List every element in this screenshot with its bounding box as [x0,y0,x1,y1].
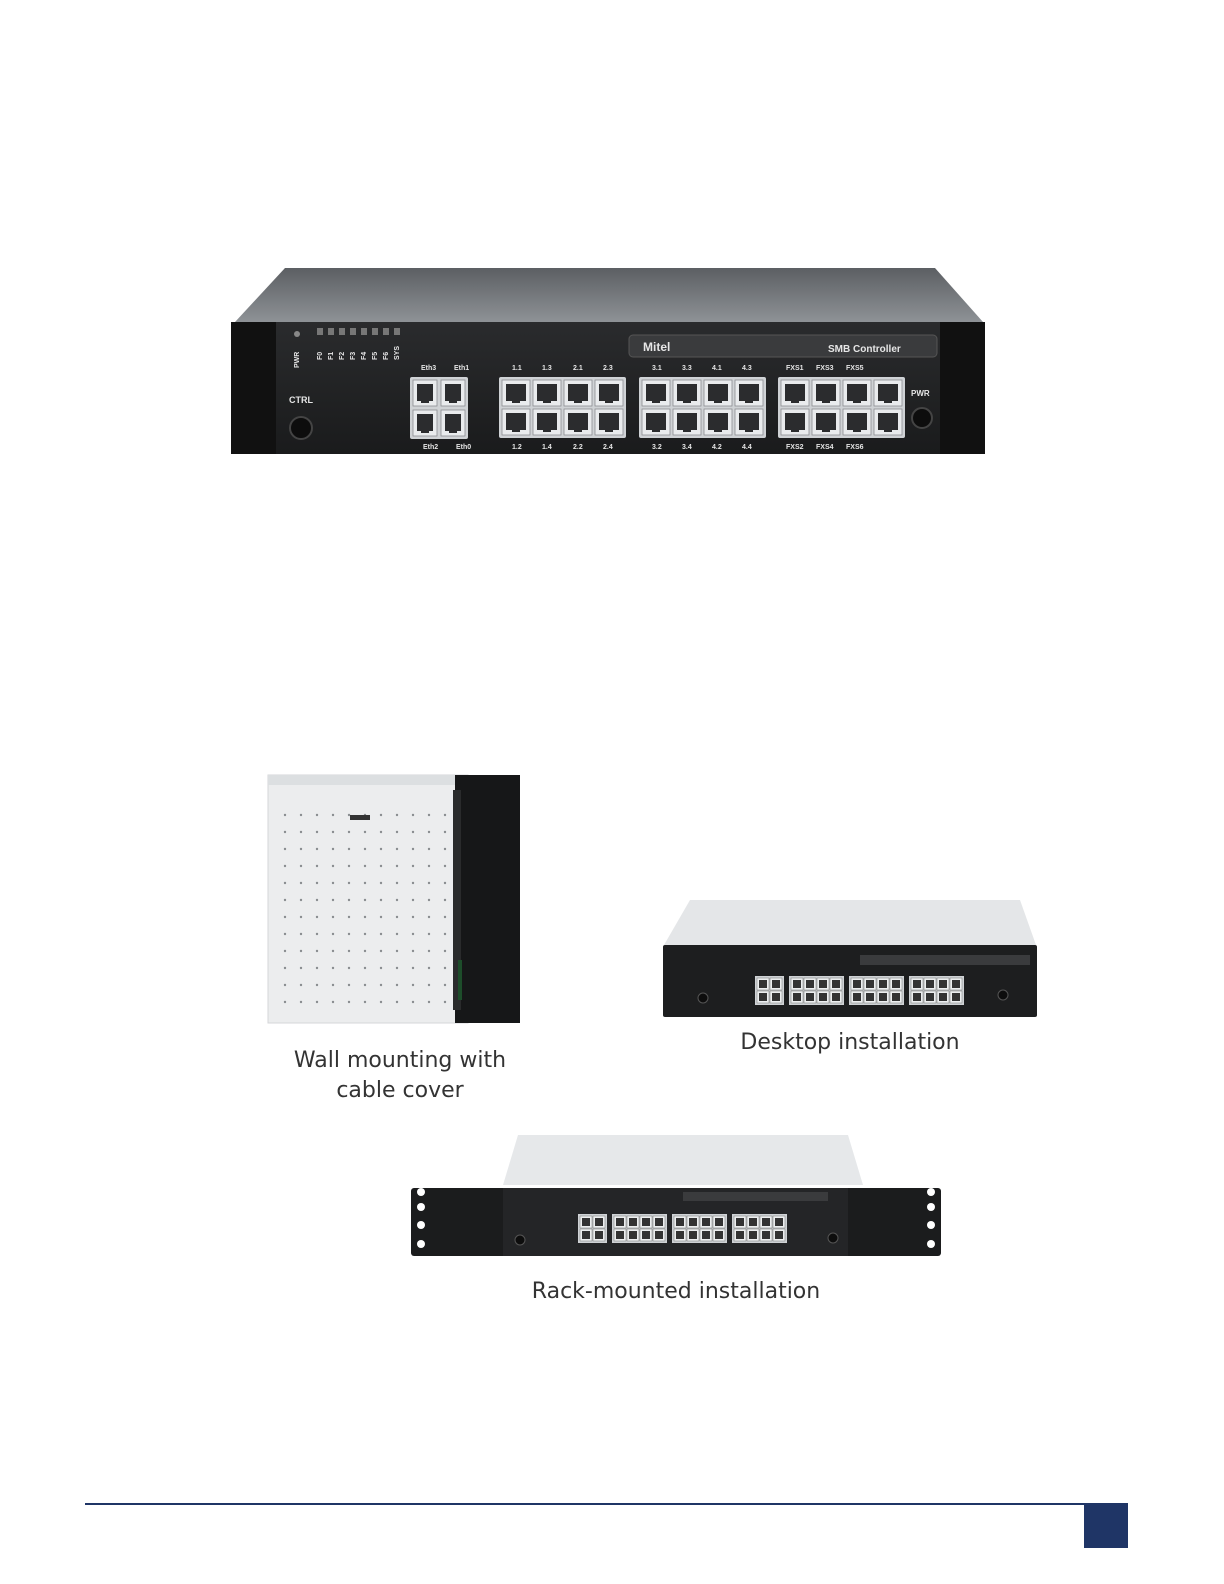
port-label: FXS2 [786,444,804,451]
power-socket [912,408,932,428]
port-label: 4.3 [742,365,752,372]
model-label: SMB Controller [828,344,901,355]
port-label: 1.4 [542,444,552,451]
footer-rule [85,1503,1128,1505]
desktop-top-surface [664,900,1036,945]
port-label: 4.2 [712,444,722,451]
led-label: F2 [339,352,346,360]
ctrl-button [290,417,312,439]
desktop-installation-image [660,895,1040,1020]
ctrl-label: CTRL [289,395,313,405]
led-label: F4 [361,352,368,360]
wall-unit-plate [268,775,468,1023]
port-label: 1.3 [542,365,552,372]
port-label: 2.3 [603,365,613,372]
wall-caption-line1: Wall mounting with [270,1046,530,1076]
led-label: F1 [328,352,335,360]
port-label: FXS4 [816,444,834,451]
led-label: F6 [383,352,390,360]
port-label: Eth1 [454,365,469,372]
main-device-image: PWR F0 F1 F2 F3 F4 F5 F6 SYS CTRL Mitel SMB Cont… [225,260,995,465]
rack-installation-image [408,1130,944,1260]
port-label: FXS6 [846,444,864,451]
led-label: PWR [294,352,301,368]
port-label: Eth0 [456,444,471,451]
port-label: 4.4 [742,444,752,451]
port-label: FXS1 [786,365,804,372]
port-label: 2.2 [573,444,583,451]
footer-page-marker [1084,1504,1128,1548]
device-left-end [231,322,276,454]
wall-mount-image [265,770,525,1030]
port-label: Eth2 [423,444,438,451]
device-right-end [940,322,985,454]
port-label: 2.1 [573,365,583,372]
port-label: 3.4 [682,444,692,451]
led-label: F3 [350,352,357,360]
wall-mount-caption: Wall mounting with cable cover [270,1046,530,1106]
rack-caption: Rack-mounted installation [500,1277,852,1307]
port-label: 2.4 [603,444,613,451]
brand-logo: Mitel [643,340,670,354]
port-label: Eth3 [421,365,436,372]
port-label: 3.2 [652,444,662,451]
port-label: 1.1 [512,365,522,372]
port-label: 3.1 [652,365,662,372]
port-label: 3.3 [682,365,692,372]
port-label: 1.2 [512,444,522,451]
led-label: F5 [372,352,379,360]
device-top-surface [235,268,983,322]
led-label: SYS [394,346,401,360]
wall-caption-line2: cable cover [270,1076,530,1106]
pwr-label: PWR [911,389,930,398]
rack-top-surface [503,1135,863,1185]
led-label: F0 [317,352,324,360]
port-label: FXS5 [846,365,864,372]
desktop-caption: Desktop installation [700,1028,1000,1058]
port-label: FXS3 [816,365,834,372]
port-label: 4.1 [712,365,722,372]
cable-cover [455,775,520,1023]
